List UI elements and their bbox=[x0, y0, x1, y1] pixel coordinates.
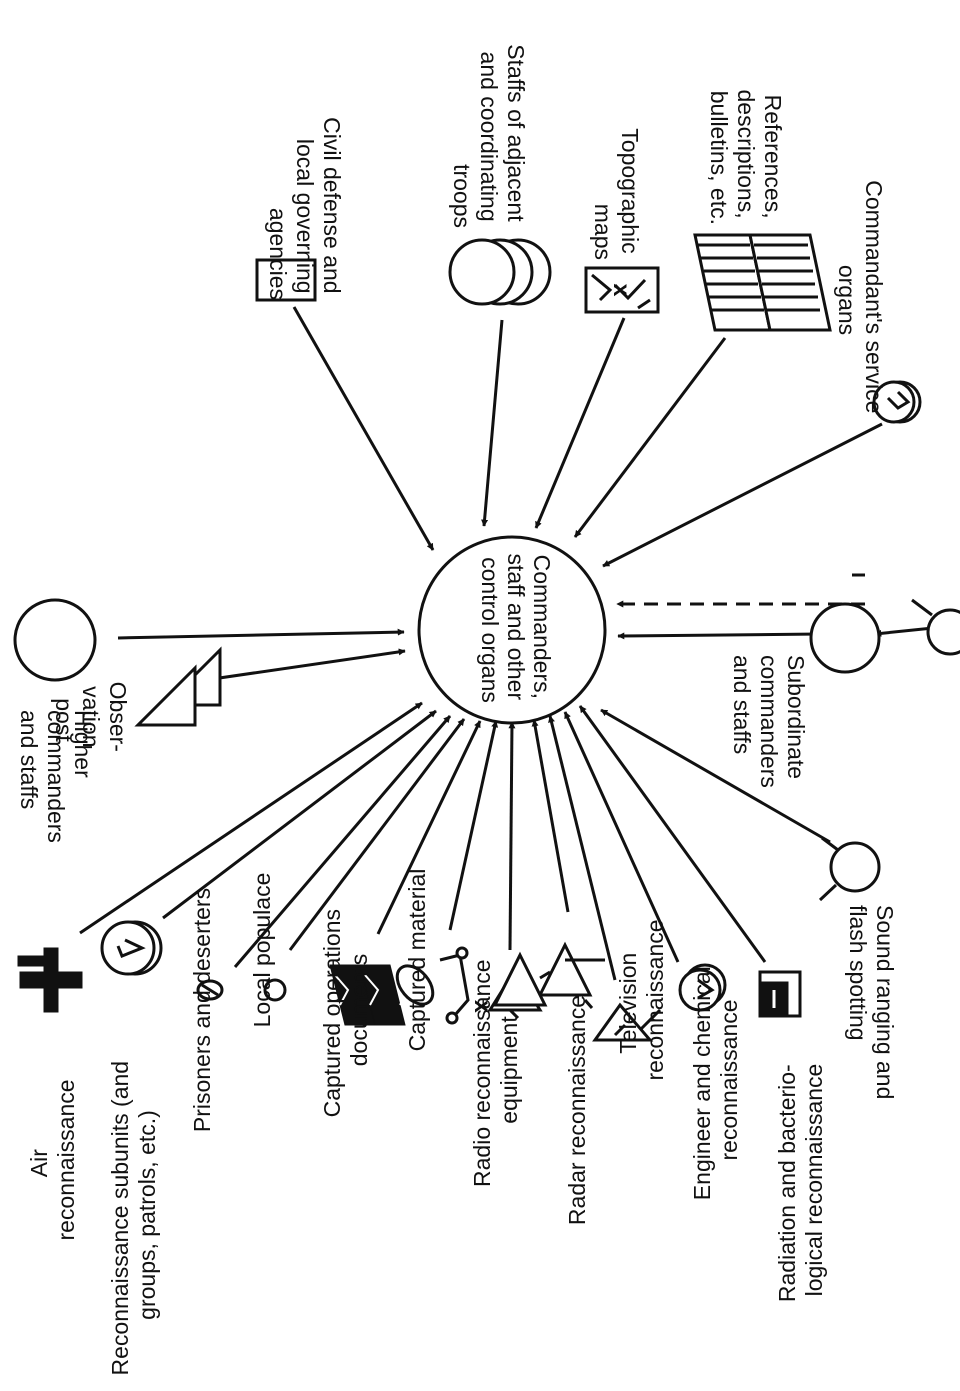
document-stack-icon bbox=[693, 233, 832, 332]
svg-text:x: x bbox=[470, 1000, 496, 1013]
arrow-references bbox=[573, 337, 727, 538]
small-circle-icon bbox=[263, 978, 287, 1002]
map-icon: x bbox=[584, 266, 660, 314]
label-references: References, descriptions, bulletins, etc… bbox=[706, 89, 786, 225]
rectangle-icon bbox=[255, 258, 317, 302]
arrow-air bbox=[79, 701, 423, 935]
arrow-sound bbox=[600, 708, 831, 844]
service-organ-icon bbox=[872, 380, 922, 424]
central-node: Commanders, staff and other control orga… bbox=[417, 535, 607, 725]
label-air: Air reconnaissance bbox=[26, 1079, 79, 1240]
center-label: Commanders, staff and other control orga… bbox=[477, 553, 555, 706]
engineer-chemical-icon bbox=[678, 963, 727, 1012]
arrow-civil bbox=[292, 306, 435, 551]
arrow-topo bbox=[534, 317, 626, 529]
observation-post-icon bbox=[134, 646, 222, 727]
prisoner-icon bbox=[196, 979, 224, 1001]
label-captured-material: Captured material bbox=[404, 869, 430, 1052]
label-commandant: Commandant's service organs bbox=[834, 180, 887, 420]
label-recon-subunits: Reconnaissance subunits (and groups, pat… bbox=[107, 1055, 160, 1376]
recon-subunit-icon bbox=[100, 920, 163, 976]
radiation-icon bbox=[758, 970, 802, 1018]
symbols: x bbox=[13, 233, 960, 1042]
arrow-radio bbox=[508, 721, 516, 951]
label-tv: Television reconnaissance bbox=[615, 919, 668, 1080]
label-observation: Obser- vation post bbox=[51, 682, 131, 759]
label-radio: Radio reconnaissance equipment bbox=[469, 953, 522, 1187]
label-subordinate: Subordinate commanders and staffs bbox=[729, 655, 809, 794]
sound-ranging-icon bbox=[818, 836, 881, 902]
label-civil: Civil defense and local governing agenci… bbox=[265, 117, 345, 300]
label-topo: Topographic maps bbox=[590, 128, 643, 260]
label-radiation: Radiation and bacterio- logical reconnai… bbox=[774, 1058, 827, 1302]
circle-icon bbox=[809, 602, 881, 674]
label-radar: Radar reconnaissance bbox=[564, 995, 590, 1225]
left-labels: Air reconnaissance Reconnaissance subuni… bbox=[26, 869, 827, 1376]
aircraft-icon bbox=[17, 947, 83, 1013]
radar-icon bbox=[492, 941, 605, 1020]
label-captured-docs: Captured operations documents bbox=[319, 903, 372, 1118]
arrow-subordinate-sensor bbox=[874, 626, 934, 637]
arrow-local bbox=[288, 718, 466, 951]
labels: Higher commanders and staffs Obser- vati… bbox=[16, 44, 898, 1106]
label-adjacent: Staffs of adjacent and coordinating troo… bbox=[449, 44, 529, 228]
label-prisoners: Prisoners and deserters bbox=[189, 888, 215, 1132]
arrow-radiation bbox=[578, 705, 767, 963]
arrow-radar bbox=[531, 719, 570, 913]
arrow-recon-subunits bbox=[162, 709, 437, 920]
arrow-captured-material bbox=[448, 720, 499, 931]
television-icon bbox=[592, 1002, 662, 1042]
arrow-subordinate bbox=[617, 632, 821, 640]
sensor-icon bbox=[911, 598, 960, 656]
arrow-prisoners bbox=[233, 715, 452, 968]
arrow-captured-docs bbox=[376, 720, 482, 935]
svg-text:x: x bbox=[609, 284, 635, 297]
arrow-tv bbox=[548, 715, 617, 981]
captured-material-icon bbox=[395, 946, 470, 1025]
label-sound: Sound ranging and flash spotting bbox=[845, 905, 898, 1106]
arrow-commandant bbox=[602, 422, 883, 568]
label-engineer: Engineer and chemical reconnaissance bbox=[689, 960, 742, 1200]
arrow-observation bbox=[184, 648, 406, 685]
arrows bbox=[79, 306, 934, 981]
arrow-higher bbox=[117, 628, 405, 640]
label-higher: Higher commanders and staffs bbox=[16, 710, 96, 849]
stacked-circles-icon bbox=[448, 238, 552, 306]
label-local: Local populace bbox=[249, 873, 275, 1028]
circle-icon bbox=[13, 598, 97, 682]
arrow-adjacent bbox=[481, 319, 504, 527]
arrow-engineer bbox=[563, 711, 680, 963]
captured-docs-icon bbox=[329, 964, 410, 1026]
